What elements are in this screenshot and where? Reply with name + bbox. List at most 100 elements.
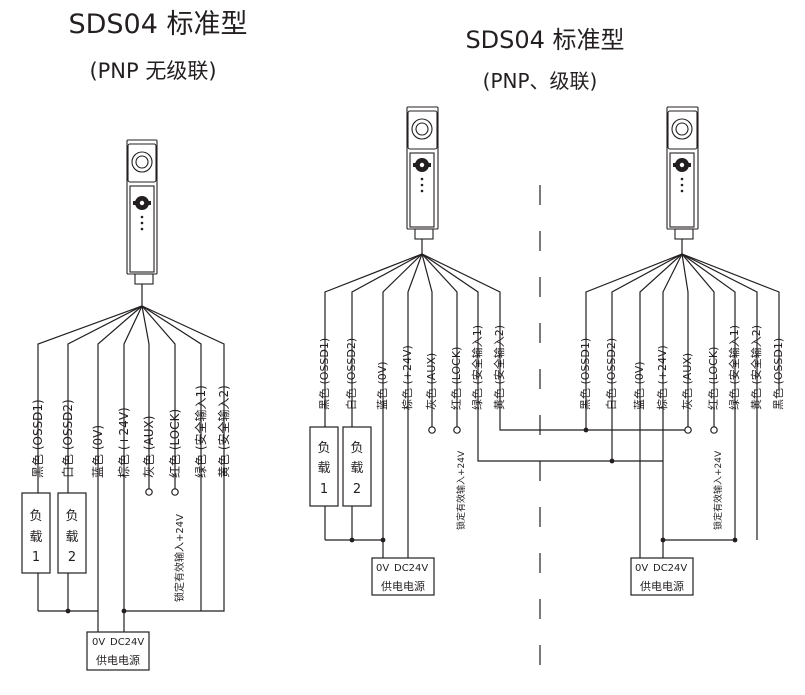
right-b-wire-white — [611, 253, 683, 461]
left-load-2-char-2: 2 — [68, 550, 76, 565]
left-wire-label-0: 黑色 (OSSD1) — [31, 399, 45, 478]
left-wire-label-7: 黄色 (安全输入2) — [216, 385, 231, 478]
right-b-wire-label-6: 绿色 (安全输入1) — [727, 325, 741, 410]
right-load-2-char-1: 载 — [350, 461, 363, 476]
left-junction-24v — [121, 608, 127, 614]
left-wire-label-5: 红色 (LOCK) — [167, 409, 182, 478]
left-load-2 — [57, 492, 87, 574]
right-a-wire-label-7: 黄色 (安全输入2) — [492, 325, 506, 410]
right-title: SDS04 标准型 — [465, 26, 624, 54]
left-wire-grey — [141, 305, 150, 492]
right-b-wire-red — [681, 253, 715, 430]
right-subtitle: (PNP、级联) — [483, 69, 598, 93]
right-b-aux-terminal — [684, 426, 692, 434]
right-a-psu-0v: 0V — [376, 563, 389, 574]
right-sensor-a — [406, 106, 439, 240]
right-b-wire-green — [663, 253, 736, 541]
right-b-junction-green — [732, 537, 738, 543]
right-load-1-char-1: 载 — [317, 461, 330, 476]
left-wire-brown — [123, 305, 143, 632]
left-load-2-char-0: 负 — [65, 509, 78, 524]
right-b-wire-black-2 — [681, 253, 780, 390]
left-sensor — [126, 139, 158, 285]
right-a-wire-green — [421, 253, 663, 462]
right-b-wire-blue — [639, 253, 683, 558]
left-wire-black — [37, 284, 143, 611]
right-a-wire-yellow — [421, 253, 688, 431]
right-b-wire-black — [585, 239, 683, 430]
right-b-wire-label-5: 红色 (LOCK) — [706, 347, 720, 410]
right-a-wire-grey — [421, 253, 433, 430]
right-a-junction-0v — [349, 537, 355, 543]
right-b-wire-label-1: 白色 (OSSD2) — [604, 338, 618, 410]
left-aux-terminal — [145, 488, 153, 496]
right-a-wire-label-5: 红色 (LOCK) — [449, 347, 463, 410]
left-wire-label-4: 灰色 (AUX) — [142, 416, 156, 478]
left-wire-label-2: 蓝色 (0V) — [91, 425, 105, 478]
right-b-wire-label-3: 棕色 (+24V) — [655, 345, 669, 410]
right-load-2-char-0: 负 — [350, 441, 363, 456]
right-cascade-junction-2 — [583, 427, 589, 433]
right-load-1-char-2: 1 — [320, 482, 328, 497]
right-a-wire-red — [421, 253, 458, 430]
right-b-psu-dc: DC24V — [653, 563, 687, 574]
left-psu-dc: DC24V — [110, 637, 144, 648]
right-a-psu-label: 供电电源 — [381, 579, 425, 593]
right-a-wire-label-1: 白色 (OSSD2) — [344, 338, 358, 410]
right-b-psu-0v: 0V — [635, 563, 648, 574]
left-lock-terminal — [171, 488, 179, 496]
left-load-1-char-1: 载 — [29, 530, 42, 545]
right-a-junction-bus — [380, 537, 386, 543]
left-junction-0v — [65, 608, 71, 614]
right-load-2-char-2: 2 — [353, 482, 361, 497]
left-psu-0v: 0V — [92, 637, 105, 648]
right-b-power-supply — [630, 557, 694, 596]
left-wire-label-1: 白色 (OSSD2) — [60, 399, 75, 478]
right-load-1 — [309, 426, 339, 507]
right-b-lock-terminal — [710, 426, 718, 434]
right-a-wire-black — [324, 239, 423, 540]
right-b-wire-brown — [662, 253, 683, 558]
right-sensor-b — [666, 106, 699, 240]
left-wire-label-6: 绿色 (安全输入1) — [193, 385, 208, 478]
right-a-lock-terminal — [453, 426, 461, 434]
left-wire-blue — [97, 305, 143, 632]
left-title: SDS04 标准型 — [68, 9, 247, 40]
right-a-wire-blue — [382, 253, 423, 558]
right-b-wire-label-4: 灰色 (AUX) — [680, 353, 694, 410]
right-b-wire-label-2: 蓝色 (0V) — [632, 361, 646, 410]
left-subtitle: (PNP 无级联) — [89, 59, 216, 83]
right-a-aux-terminal — [428, 426, 436, 434]
left-wire-label-3: 棕色 (+24V) — [116, 407, 131, 478]
right-b-wire-label-0: 黑色 (OSSD1) — [578, 338, 592, 410]
left-power-supply — [86, 631, 150, 671]
right-a-psu-dc: DC24V — [394, 563, 428, 574]
left-load-1-char-0: 负 — [29, 509, 42, 524]
left-psu-label: 供电电源 — [96, 653, 140, 667]
left-wire-red — [141, 305, 176, 492]
left-wire-yellow — [124, 305, 225, 612]
right-b-wire-label-7: 黄色 (安全输入2) — [749, 325, 763, 410]
left-load-2-char-1: 载 — [65, 530, 78, 545]
right-a-wire-label-2: 蓝色 (0V) — [375, 361, 389, 410]
right-a-power-supply — [371, 557, 435, 596]
left-wire-green — [141, 305, 202, 611]
right-cascade-junction-1 — [609, 458, 615, 464]
right-a-wire-label-3: 棕色 (+24V) — [400, 345, 414, 410]
right-b-psu-label: 供电电源 — [640, 579, 684, 593]
right-a-wire-label-4: 灰色 (AUX) — [424, 353, 438, 410]
right-b-lock-note: 锁定有效输入+24V — [712, 450, 724, 530]
right-b-wire-yellow — [681, 253, 758, 540]
right-b-wire-grey — [681, 253, 689, 430]
right-b-wire-label-8: 黑色 (OSSD1) — [771, 338, 785, 410]
left-load-1-char-2: 1 — [32, 550, 40, 565]
right-b-junction-24v — [660, 537, 666, 543]
right-a-wire-brown — [407, 253, 423, 558]
left-lock-note: 锁定有效输入+24V — [173, 514, 186, 602]
right-load-1-char-0: 负 — [317, 441, 330, 456]
right-a-wire-label-0: 黑色 (OSSD1) — [317, 338, 331, 410]
right-a-wire-label-6: 绿色 (安全输入1) — [470, 325, 484, 410]
right-load-2 — [342, 426, 372, 507]
